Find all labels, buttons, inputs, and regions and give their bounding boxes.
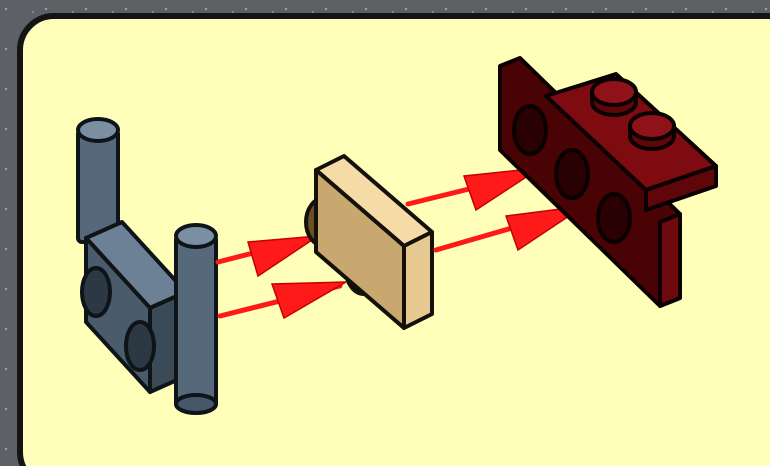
arrow-upper-1-head <box>247 235 319 278</box>
bracket-plate-front-face <box>644 164 718 212</box>
bracket-vertical-edge <box>658 212 682 308</box>
arrow-upper-2-head <box>462 167 541 212</box>
arrows-to-red-bracket <box>405 167 585 253</box>
arrows-to-tan-plate <box>215 235 347 320</box>
front-clip-top <box>174 223 218 249</box>
tan-plate-icon <box>304 154 434 330</box>
bracket-top-stud-2 <box>628 111 676 151</box>
bar-stud-left <box>80 266 112 318</box>
arrow-lower-1-head <box>270 281 347 320</box>
arrow-lower-2-head <box>504 205 585 252</box>
bar-stud-right <box>124 320 156 372</box>
blue-grey-part-icon <box>76 117 218 415</box>
bracket-stud-middle <box>554 148 590 200</box>
front-clip-bottom <box>174 393 218 415</box>
bracket-stud-lower <box>596 192 632 244</box>
back-clip-top <box>76 117 120 143</box>
bracket-stud-upper <box>512 104 548 156</box>
front-clip-post <box>174 234 218 408</box>
bracket-top-stud-1 <box>590 77 638 117</box>
dark-red-bracket-icon <box>498 56 718 308</box>
plate-side-face <box>402 230 434 330</box>
